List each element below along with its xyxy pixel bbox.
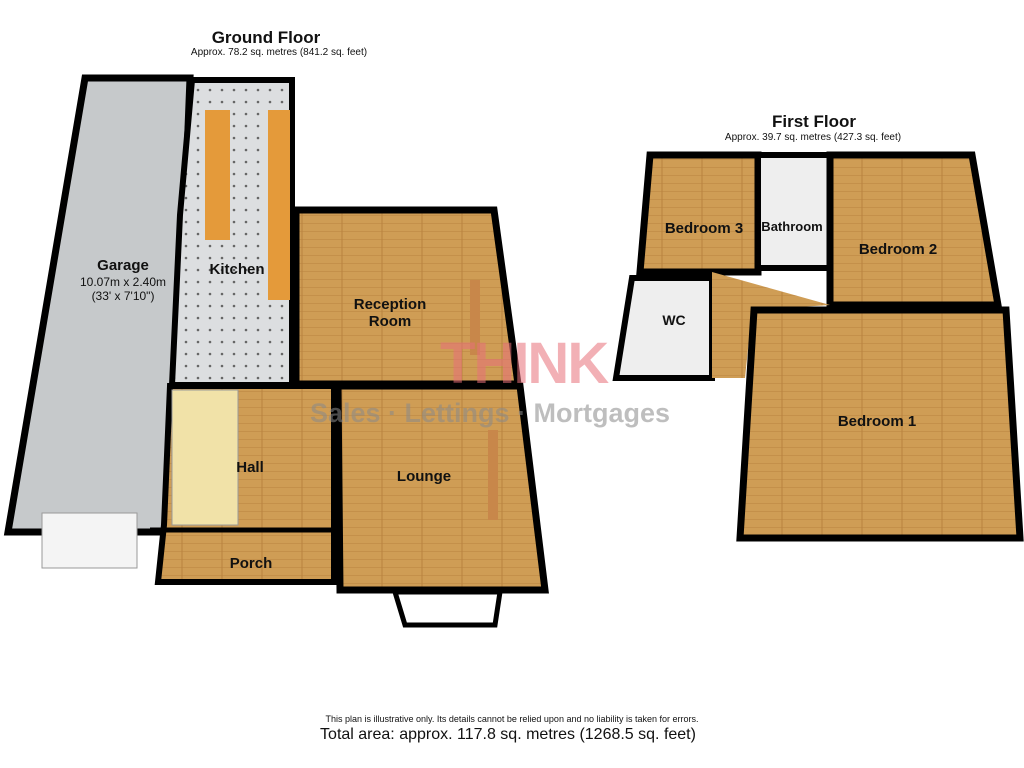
bedroom2-label: Bedroom 2	[858, 241, 938, 258]
lounge-label: Lounge	[396, 468, 452, 485]
bathroom-floor	[755, 152, 833, 271]
garage-dim-m: 10.07m x 2.40m	[79, 275, 167, 289]
bedroom1-floor	[736, 306, 1024, 542]
watermark-tagline: Sales · Lettings · Mortgages	[310, 398, 671, 428]
ground-floor-area: Approx. 78.2 sq. metres (841.2 sq. feet)	[190, 47, 368, 58]
bay-window	[391, 589, 503, 628]
stairs	[171, 389, 239, 526]
porch-label: Porch	[229, 555, 273, 572]
total-area: Total area: approx. 117.8 sq. metres (12…	[320, 726, 696, 743]
bedroom3-label: Bedroom 3	[664, 220, 744, 237]
watermark-brand: THINK	[440, 331, 609, 396]
garage-floor	[3, 74, 194, 536]
disclaimer: This plan is illustrative only. Its deta…	[325, 714, 699, 724]
kitchen-counter-2	[268, 110, 290, 300]
fireplace-reception	[470, 280, 480, 355]
garage-dim-ft: (33' x 7'10")	[91, 289, 155, 303]
fireplace-lounge	[488, 430, 498, 520]
kitchen-counter	[205, 110, 230, 240]
kitchen-label: Kitchen	[209, 261, 265, 278]
first-floor-title: First Floor	[771, 112, 857, 131]
garage-label: Garage	[97, 257, 149, 274]
landing-floor	[712, 272, 830, 378]
first-floor-area: Approx. 39.7 sq. metres (427.3 sq. feet)	[724, 132, 902, 143]
hall-label: Hall	[236, 459, 264, 476]
garage-door	[41, 512, 138, 569]
bedroom1-label: Bedroom 1	[837, 413, 917, 430]
ground-floor-title: Ground Floor	[211, 28, 321, 47]
reception-label: Reception Room	[353, 296, 427, 330]
wc-label: WC	[662, 312, 686, 328]
bathroom-label: Bathroom	[761, 219, 823, 234]
bedroom3-floor	[636, 151, 762, 276]
bedroom2-floor	[826, 151, 1003, 309]
